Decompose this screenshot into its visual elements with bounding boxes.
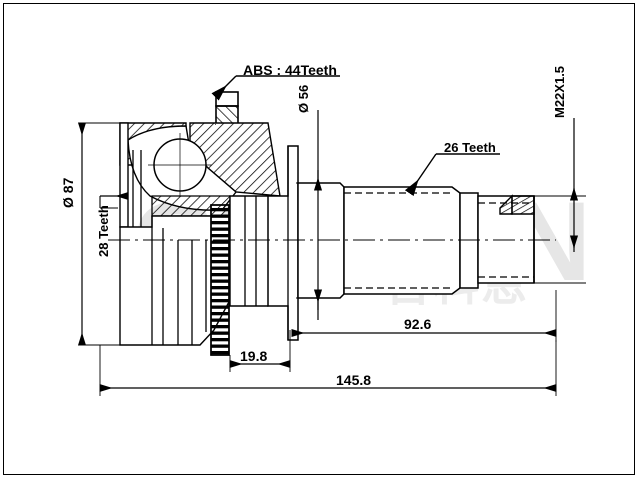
outer-race-lower <box>119 215 231 346</box>
dim-m22 <box>534 118 586 284</box>
label-28-teeth: 28 Teeth <box>96 205 111 257</box>
dim-26teeth-leader <box>404 153 500 197</box>
label-26-teeth: 26 Teeth <box>444 140 496 155</box>
label-dim-145-8: 145.8 <box>336 372 372 388</box>
label-dim-92-6: 92.6 <box>404 316 432 332</box>
cv-joint-geometry <box>108 91 556 356</box>
label-m22-thread: M22X1.5 <box>552 65 567 118</box>
drawing-border <box>3 3 635 475</box>
dim-92-6 <box>291 290 557 342</box>
abs-tab <box>215 91 239 125</box>
label-dia-56: Ø 56 <box>296 84 311 113</box>
label-dia-87: Ø 87 <box>60 177 76 208</box>
dim-19-8 <box>229 330 291 372</box>
dim-abs-leader <box>211 75 340 101</box>
dim-dia56 <box>296 110 330 320</box>
joint-flange <box>267 145 299 341</box>
label-abs-teeth: ABS : 44Teeth <box>243 62 337 78</box>
abs-tone-ring <box>210 204 230 356</box>
dim-28teeth-leader <box>99 191 129 209</box>
label-dim-19-8: 19.8 <box>240 348 268 364</box>
dim-145-8 <box>99 340 557 396</box>
dimension-lines <box>77 75 586 396</box>
shaft <box>297 182 535 299</box>
outer-race-upper <box>119 122 281 236</box>
dim-dia87 <box>77 122 140 346</box>
